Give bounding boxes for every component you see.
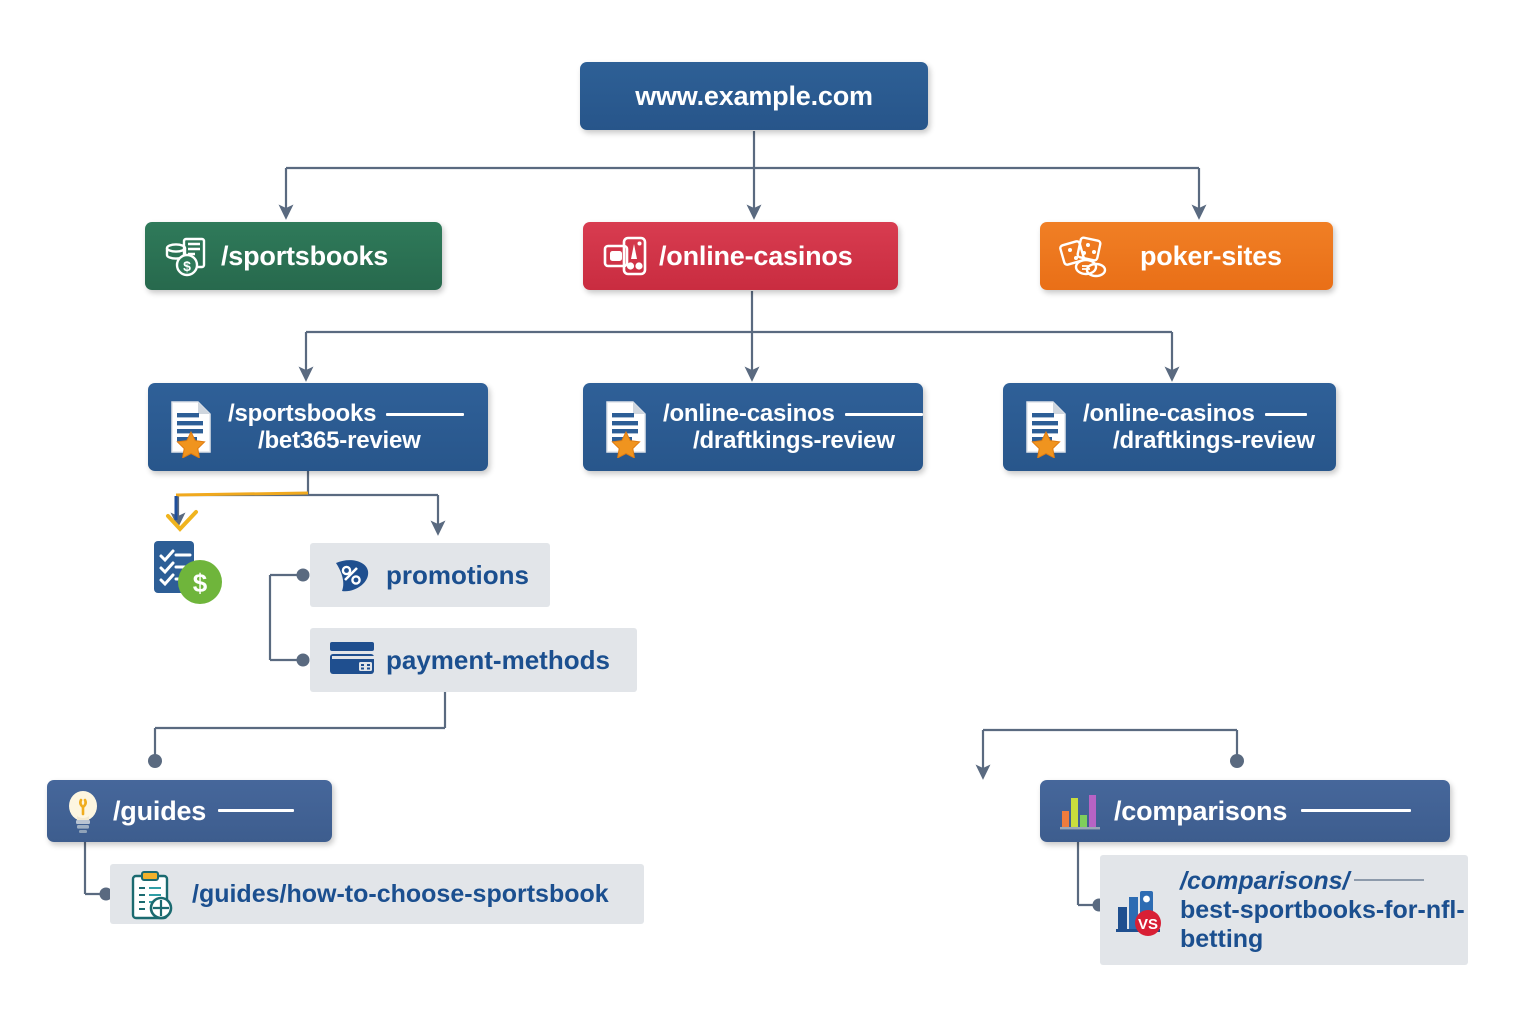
document-star-icon (597, 396, 657, 458)
divider-dash (1264, 412, 1307, 416)
versus-chart-icon: VS (1114, 883, 1168, 937)
poker-dice-chip-icon (1058, 229, 1112, 283)
comparisons-text: /comparisons (1114, 795, 1288, 826)
comparisons-label: /comparisons (1114, 795, 1412, 827)
category-label: /sportsbooks (221, 240, 389, 271)
percent-tag-icon (328, 553, 372, 597)
comparison-child-line1: /comparisons/ (1180, 866, 1350, 895)
document-star-icon (1017, 396, 1077, 458)
review-label: /online-casinos /draftkings-review (663, 400, 923, 455)
subpage-payment-methods[interactable]: payment-methods (310, 628, 637, 692)
section-guides[interactable]: /guides (47, 780, 332, 842)
guide-child-how-to-choose-sportsbook[interactable]: /guides/how-to-choose-sportsbook (110, 864, 644, 924)
review-node-draftkings-1[interactable]: /online-casinos /draftkings-review (583, 383, 923, 471)
review-line2: /bet365-review (258, 427, 421, 454)
document-star-icon (162, 396, 222, 458)
svg-text:$: $ (183, 258, 191, 274)
clipboard-checklist-icon (128, 870, 176, 920)
coins-receipt-icon: $ (163, 232, 211, 280)
subpage-promotions[interactable]: promotions (310, 543, 550, 607)
review-line1: /sportsbooks (228, 399, 377, 427)
guide-child-label: /guides/how-to-choose-sportsbook (192, 879, 609, 908)
lightbulb-icon (63, 791, 103, 833)
svg-text:VS: VS (1138, 916, 1158, 933)
review-label: /online-casinos /draftkings-review (1083, 400, 1315, 455)
root-node[interactable]: www.example.com (580, 62, 928, 130)
review-line1: /online-casinos (663, 399, 835, 427)
guides-text: /guides (113, 795, 207, 826)
divider-dash (844, 412, 923, 416)
divider-dash (386, 412, 465, 416)
category-label: /online-casinos (659, 240, 853, 271)
review-line1: /online-casinos (1083, 399, 1255, 427)
divider-dash (1353, 878, 1424, 881)
review-line2: /draftkings-review (1113, 427, 1315, 454)
root-label: www.example.com (635, 80, 873, 111)
divider-dash (218, 808, 295, 812)
category-online-casinos[interactable]: /online-casinos (583, 222, 898, 290)
review-line2: /draftkings-review (693, 427, 895, 454)
checklist-dollar-icon: $ (150, 538, 226, 608)
comparison-child-line2: best-sportbooks-for-nfl- (1180, 895, 1465, 924)
section-comparisons[interactable]: /comparisons (1040, 780, 1450, 842)
category-sportsbooks[interactable]: $ /sportsbooks (145, 222, 442, 290)
casino-cards-icon (601, 232, 649, 280)
guides-label: /guides (113, 795, 295, 827)
review-node-bet365[interactable]: /sportsbooks /bet365-review (148, 383, 488, 471)
review-node-draftkings-2[interactable]: /online-casinos /draftkings-review (1003, 383, 1336, 471)
credit-card-icon (328, 638, 376, 682)
comparison-child-line3: betting (1180, 924, 1264, 953)
comparison-child-label: /comparisons/ best-sportbooks-for-nfl- b… (1180, 867, 1465, 954)
divider-dash (1301, 808, 1412, 812)
category-label: poker-sites (1140, 240, 1282, 271)
comparison-child-best-sportbooks-nfl[interactable]: VS /comparisons/ best-sportbooks-for-nfl… (1100, 855, 1468, 965)
svg-text:$: $ (193, 568, 208, 598)
bar-chart-icon (1058, 789, 1102, 833)
review-label: /sportsbooks /bet365-review (228, 399, 465, 455)
subpage-label: promotions (386, 559, 529, 590)
subpage-label: payment-methods (386, 644, 610, 675)
category-poker-sites[interactable]: poker-sites (1040, 222, 1333, 290)
